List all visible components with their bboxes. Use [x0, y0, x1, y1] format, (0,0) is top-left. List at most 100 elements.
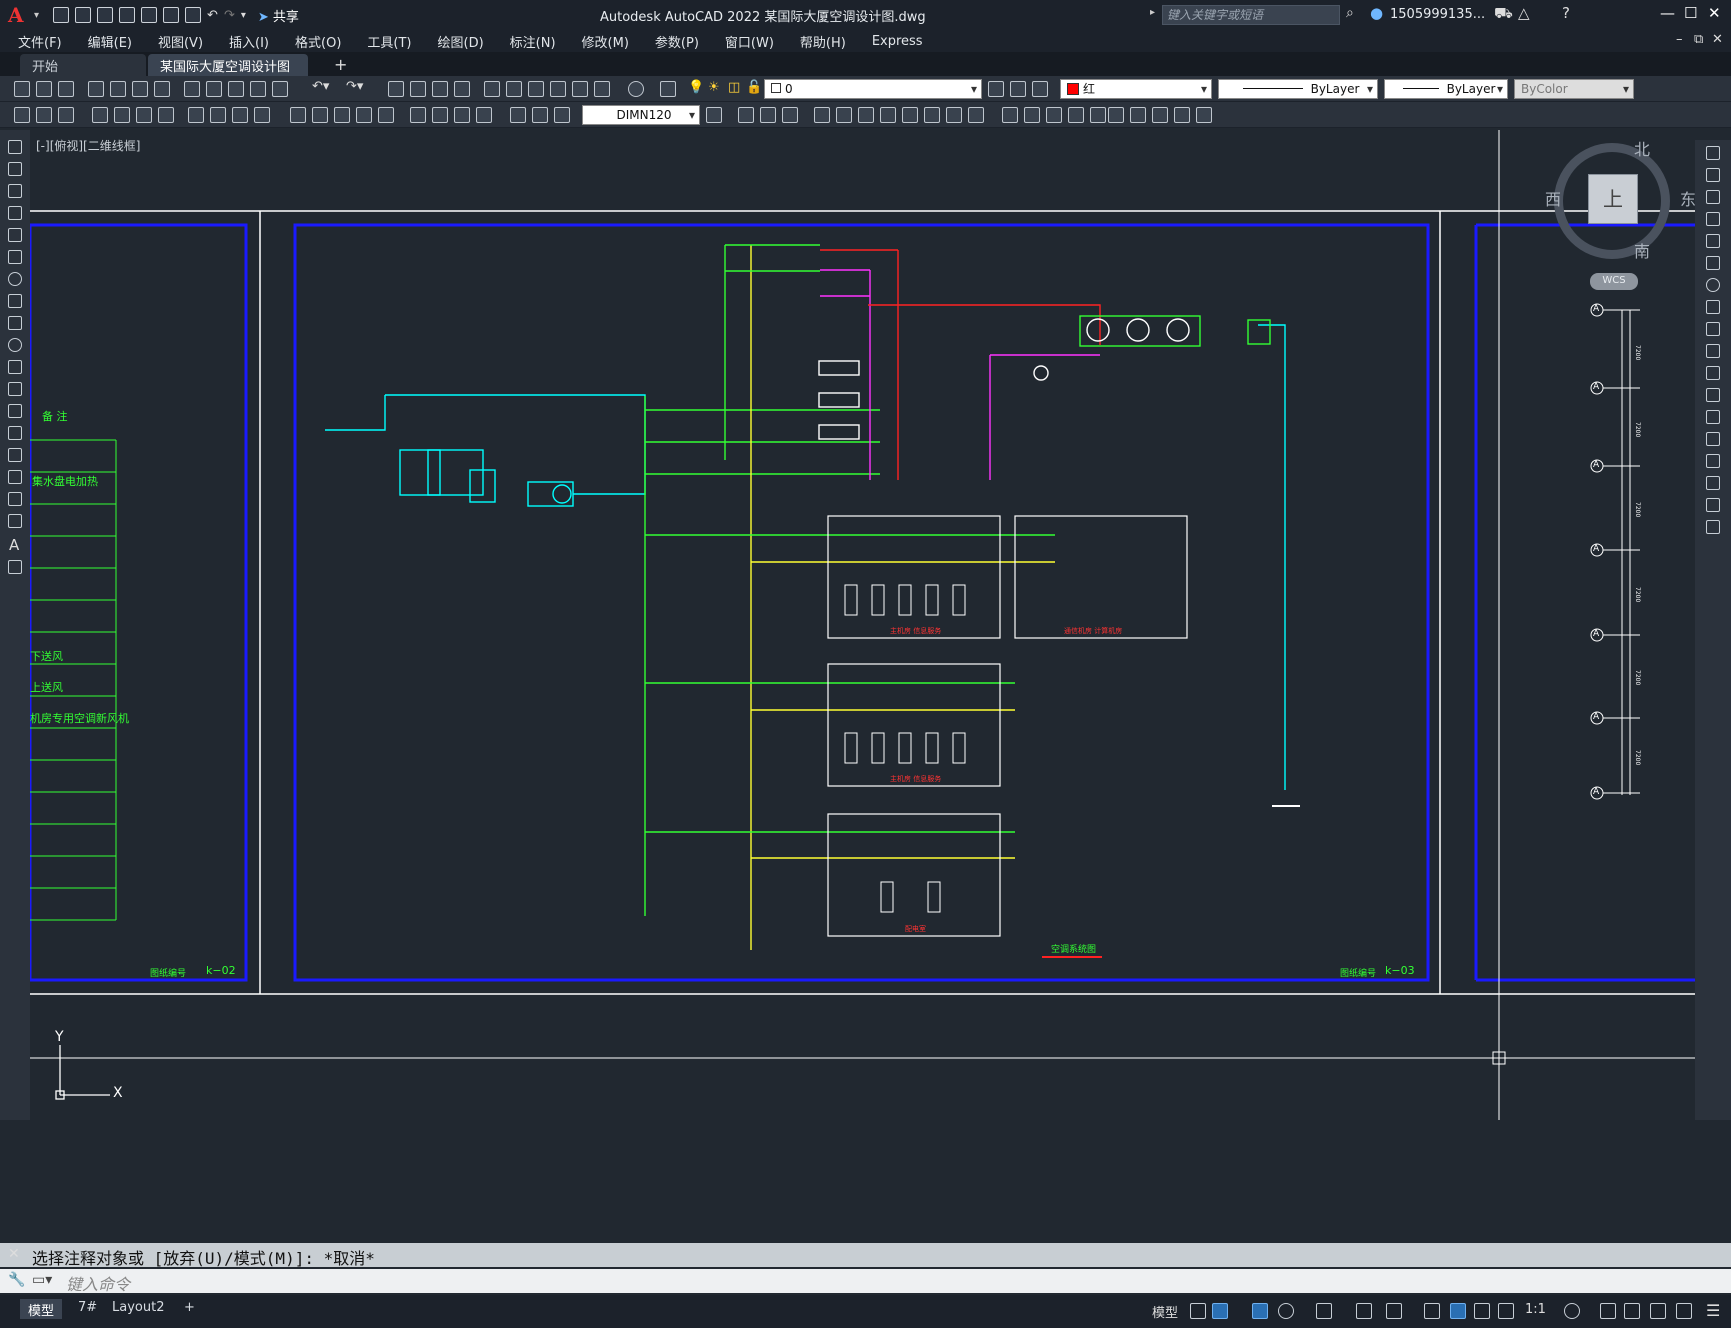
isodraft-icon[interactable]	[1316, 1303, 1332, 1319]
make-current-layer-icon[interactable]	[988, 81, 1004, 97]
jogged-linear-icon[interactable]	[476, 107, 492, 123]
polar-tracking-icon[interactable]	[1278, 1303, 1294, 1319]
layout-tab-model[interactable]: 模型	[20, 1299, 63, 1319]
viewcube-south[interactable]: 南	[1634, 242, 1651, 261]
menu-file[interactable]: 文件(F)	[18, 35, 62, 51]
construction-line-icon[interactable]	[8, 162, 22, 176]
annotation-visibility-icon[interactable]	[1450, 1303, 1466, 1319]
model-space-toggle[interactable]: 模型	[1152, 1306, 1179, 1321]
match-properties-icon[interactable]	[250, 81, 266, 97]
markup-icon[interactable]	[572, 81, 588, 97]
block-editor-icon[interactable]	[272, 81, 288, 97]
workspace-gear-icon[interactable]	[1564, 1303, 1580, 1319]
layer-properties-icon[interactable]	[660, 81, 676, 97]
menu-window[interactable]: 窗口(W)	[724, 35, 774, 51]
rectangle-icon[interactable]	[8, 228, 22, 242]
menu-dimension[interactable]: 标注(N)	[509, 35, 556, 51]
array-icon[interactable]	[836, 107, 852, 123]
close-command-icon[interactable]: ✕	[8, 1246, 20, 1262]
hatch-icon[interactable]	[8, 448, 22, 462]
explode-icon[interactable]	[1090, 107, 1106, 123]
trim-icon[interactable]	[1706, 344, 1720, 358]
grid-icon[interactable]	[1190, 1303, 1206, 1319]
autodesk-apps-icon[interactable]: △	[1518, 4, 1530, 22]
doc-restore-icon[interactable]: ⧉	[1694, 32, 1704, 47]
plot-icon[interactable]	[185, 7, 202, 23]
offset-icon[interactable]	[814, 107, 830, 123]
break-icon[interactable]	[1706, 410, 1720, 424]
fillet-icon[interactable]	[1706, 476, 1720, 490]
layer-unlock-icon[interactable]: 🔓	[746, 80, 763, 95]
viewcube-north[interactable]: 北	[1634, 140, 1651, 159]
sheet-set-icon[interactable]	[550, 81, 566, 97]
copy-icon[interactable]	[206, 81, 222, 97]
tolerance-icon[interactable]	[410, 107, 426, 123]
clean-screen-icon[interactable]	[1676, 1303, 1692, 1319]
revcloud-icon[interactable]	[8, 294, 22, 308]
menu-parametric[interactable]: 参数(P)	[654, 35, 699, 51]
auto-scale-icon[interactable]	[1474, 1303, 1490, 1319]
calculator-icon[interactable]	[594, 81, 610, 97]
ellipse-icon[interactable]	[8, 338, 22, 352]
table-icon[interactable]	[8, 514, 22, 528]
share-button[interactable]: ➤ 共享	[257, 9, 299, 25]
zoom-previous-icon[interactable]	[454, 81, 470, 97]
gradient-icon[interactable]	[8, 470, 22, 484]
layout-tab-layout2[interactable]: Layout2	[112, 1300, 165, 1315]
line-icon[interactable]	[8, 140, 22, 154]
tool-icon-a[interactable]	[14, 107, 30, 123]
new-file-icon[interactable]	[53, 7, 70, 23]
menu-edit[interactable]: 编辑(E)	[87, 35, 132, 51]
center-mark-icon[interactable]	[432, 107, 448, 123]
plotstyle-dropdown[interactable]: ByColor	[1514, 79, 1634, 99]
zoom-realtime-icon[interactable]	[410, 81, 426, 97]
maximize-icon[interactable]: ☐	[1684, 4, 1698, 22]
point-icon[interactable]	[8, 426, 22, 440]
annotation-scale-icon[interactable]	[1498, 1303, 1514, 1319]
cart-icon[interactable]: ⛟	[1494, 4, 1513, 22]
circle-icon[interactable]	[8, 272, 22, 286]
blend-curves-icon[interactable]	[1706, 498, 1720, 512]
radius-dim-icon[interactable]	[188, 107, 204, 123]
help-icon[interactable]: ?	[1562, 4, 1570, 22]
ellipse-arc-icon[interactable]	[8, 360, 22, 374]
offset-icon[interactable]	[1706, 212, 1720, 226]
mirror-icon[interactable]	[1706, 190, 1720, 204]
autocad-logo-icon[interactable]: A	[8, 3, 24, 27]
plot-preview-icon[interactable]	[110, 81, 126, 97]
stretch-icon[interactable]	[1706, 322, 1720, 336]
new-tab-button[interactable]: +	[334, 55, 348, 74]
extend-icon[interactable]	[968, 107, 984, 123]
doc-close-icon[interactable]: ✕	[1712, 32, 1723, 47]
continue-dim-icon[interactable]	[334, 107, 350, 123]
send-back-icon[interactable]	[1152, 107, 1168, 123]
command-prompt-icon[interactable]: ▭▾	[32, 1272, 53, 1288]
diameter-dim-icon[interactable]	[232, 107, 248, 123]
trim-icon[interactable]	[946, 107, 962, 123]
cut-icon[interactable]	[184, 81, 200, 97]
angular-dim-icon[interactable]	[254, 107, 270, 123]
redo-icon[interactable]: ↷	[223, 7, 235, 23]
open-file-icon[interactable]	[75, 7, 92, 23]
menu-draw[interactable]: 绘图(D)	[437, 35, 484, 51]
layer-previous-icon[interactable]	[1010, 81, 1026, 97]
undo-icon[interactable]: ↶▾	[312, 79, 330, 94]
jogged-dim-icon[interactable]	[210, 107, 226, 123]
menu-tools[interactable]: 工具(T)	[367, 35, 412, 51]
tool-icon-c[interactable]	[58, 107, 74, 123]
array-icon[interactable]	[1706, 234, 1720, 248]
search-input[interactable]: 键入关键字或短语	[1162, 5, 1340, 25]
open-web-icon[interactable]	[141, 7, 158, 23]
viewcube-top-face[interactable]: 上	[1588, 174, 1638, 224]
break-icon[interactable]	[1002, 107, 1018, 123]
layer-thaw-icon[interactable]: ☀	[708, 80, 720, 95]
copy-obj-icon[interactable]	[760, 107, 776, 123]
layer-dropdown[interactable]: 0	[764, 79, 982, 99]
ordinate-dim-icon[interactable]	[158, 107, 174, 123]
move-icon[interactable]	[1706, 256, 1720, 270]
inspection-icon[interactable]	[454, 107, 470, 123]
add-layout-button[interactable]: +	[184, 1300, 195, 1315]
menu-format[interactable]: 格式(O)	[295, 35, 342, 51]
customization-menu-icon[interactable]: ☰	[1706, 1301, 1721, 1320]
draw-order-icon[interactable]	[1108, 107, 1124, 123]
